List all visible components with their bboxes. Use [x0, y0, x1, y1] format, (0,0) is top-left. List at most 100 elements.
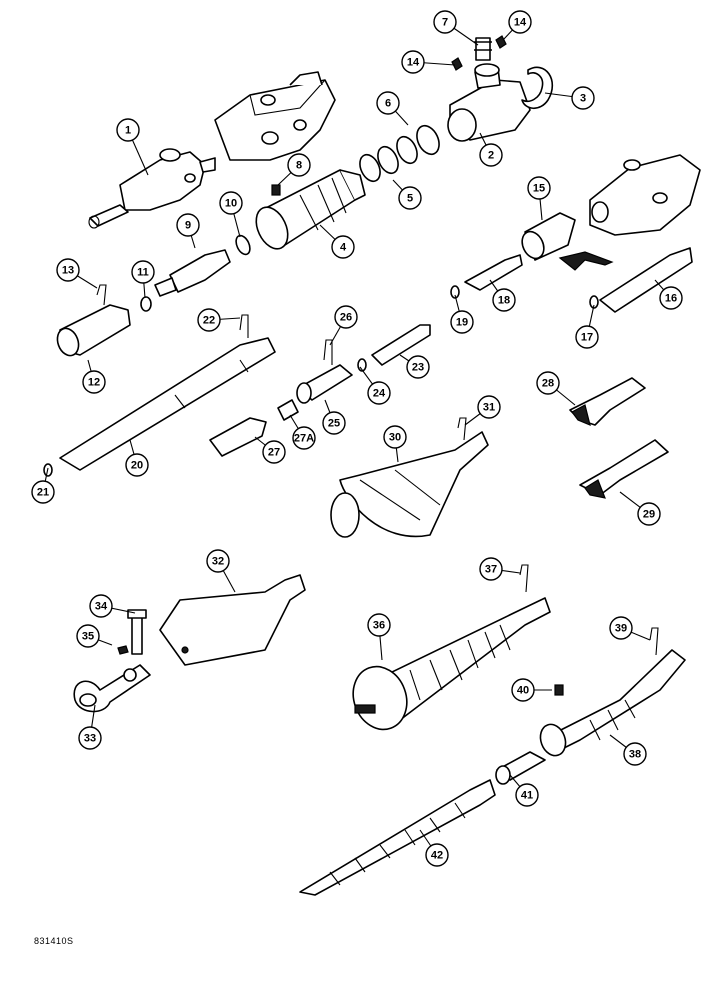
- part-32-paddle: [159, 574, 306, 666]
- callout-circle: [206, 549, 230, 573]
- callout-circle: [492, 288, 516, 312]
- part-20-shaft: [59, 337, 276, 471]
- callout-17: 17: [575, 325, 599, 349]
- callout-label: 14: [407, 57, 420, 69]
- callout-14: 14: [401, 50, 425, 74]
- callout-label: 14: [514, 17, 527, 29]
- part-14-fitting-left: [451, 57, 463, 71]
- callout-label: 30: [389, 432, 401, 444]
- callout-circle: [527, 176, 551, 200]
- callout-18: 18: [492, 288, 516, 312]
- callout-label: 31: [483, 402, 495, 414]
- callout-40: 40: [511, 678, 535, 702]
- part-36-auger-large: [352, 597, 551, 731]
- callout-14b: 14: [508, 10, 532, 34]
- callout-5: 5: [398, 186, 422, 210]
- part-27-stub: [209, 417, 267, 457]
- callout-circle: [398, 186, 422, 210]
- part-24-o-ring: [357, 358, 367, 372]
- callout-circle: [376, 91, 400, 115]
- callout-label: 13: [62, 265, 74, 277]
- direction-arrow: [558, 251, 614, 271]
- callout-label: 37: [485, 564, 497, 576]
- part-7-grease-fitting: [474, 37, 492, 61]
- callout-circle: [425, 843, 449, 867]
- callout-label: 26: [340, 312, 352, 324]
- callout-label: 19: [456, 317, 468, 329]
- callout-34: 34: [89, 594, 113, 618]
- part-11-o-ring: [140, 296, 152, 312]
- callout-25: 25: [322, 411, 346, 435]
- callout-1: 1: [116, 118, 140, 142]
- callout-circle: [197, 308, 221, 332]
- callout-circle: [292, 426, 316, 450]
- callout-circle: [131, 260, 155, 284]
- part-2-tee-housing: [447, 63, 531, 142]
- callout-circle: [479, 557, 503, 581]
- callout-label: 9: [185, 220, 191, 232]
- part-19-o-ring: [450, 285, 460, 299]
- callout-circle: [31, 480, 55, 504]
- callout-11: 11: [131, 260, 155, 284]
- callout-label: 12: [88, 377, 100, 389]
- callout-label: 16: [665, 293, 677, 305]
- callout-41: 41: [515, 783, 539, 807]
- callout-label: 28: [542, 378, 554, 390]
- callout-label: 40: [517, 685, 529, 697]
- callout-10: 10: [219, 191, 243, 215]
- callout-circle: [219, 191, 243, 215]
- valve-body-outline-right: [589, 154, 701, 236]
- callout-label: 33: [84, 733, 96, 745]
- callout-19: 19: [450, 310, 474, 334]
- callout-label: 27: [268, 447, 280, 459]
- part-25-sleeve: [296, 364, 353, 404]
- part-33-clevis-swivel: [73, 664, 151, 713]
- callout-label: 7: [442, 17, 448, 29]
- callout-circle: [623, 742, 647, 766]
- part-8-setscrew: [271, 184, 281, 196]
- callout-circle: [331, 235, 355, 259]
- callout-circle: [571, 86, 595, 110]
- part-26-retaining-pin: [323, 339, 333, 365]
- callout-circle: [479, 143, 503, 167]
- callout-31: 31: [477, 395, 501, 419]
- part-29-bit: [579, 439, 669, 499]
- part-22-retaining-pin: [239, 314, 249, 338]
- callout-label: 23: [412, 362, 424, 374]
- callout-label: 10: [225, 198, 237, 210]
- callout-label: 41: [521, 790, 533, 802]
- part-15-coupler: [521, 212, 576, 261]
- callout-37: 37: [479, 557, 503, 581]
- callout-label: 21: [37, 487, 49, 499]
- callout-label: 2: [488, 150, 494, 162]
- callout-circle: [82, 370, 106, 394]
- callout-label: 42: [431, 850, 443, 862]
- callout-label: 35: [82, 631, 94, 643]
- callout-label: 4: [340, 242, 347, 254]
- callout-label: 8: [296, 160, 302, 172]
- callout-22: 22: [197, 308, 221, 332]
- callout-label: 5: [407, 193, 413, 205]
- callout-circle: [287, 153, 311, 177]
- callout-42: 42: [425, 843, 449, 867]
- callout-label: 25: [328, 418, 340, 430]
- callout-circle: [125, 453, 149, 477]
- callout-15: 15: [527, 176, 551, 200]
- callout-label: 36: [373, 620, 385, 632]
- callout-label: 20: [131, 460, 143, 472]
- callout-26: 26: [334, 305, 358, 329]
- part-31-retaining-pin: [457, 417, 467, 441]
- callout-circle: [322, 411, 346, 435]
- callout-circle: [367, 381, 391, 405]
- callout-label: 1: [125, 125, 131, 137]
- part-30-cone-collector: [330, 431, 489, 538]
- part-40-setscrew: [554, 684, 564, 696]
- callout-label: 34: [95, 601, 108, 613]
- callout-circle: [477, 395, 501, 419]
- part-37-retaining-pin: [519, 564, 529, 593]
- part-34-bolt: [127, 609, 147, 655]
- part-38-auger-section: [539, 649, 686, 757]
- callout-circle: [116, 118, 140, 142]
- callout-circle: [515, 783, 539, 807]
